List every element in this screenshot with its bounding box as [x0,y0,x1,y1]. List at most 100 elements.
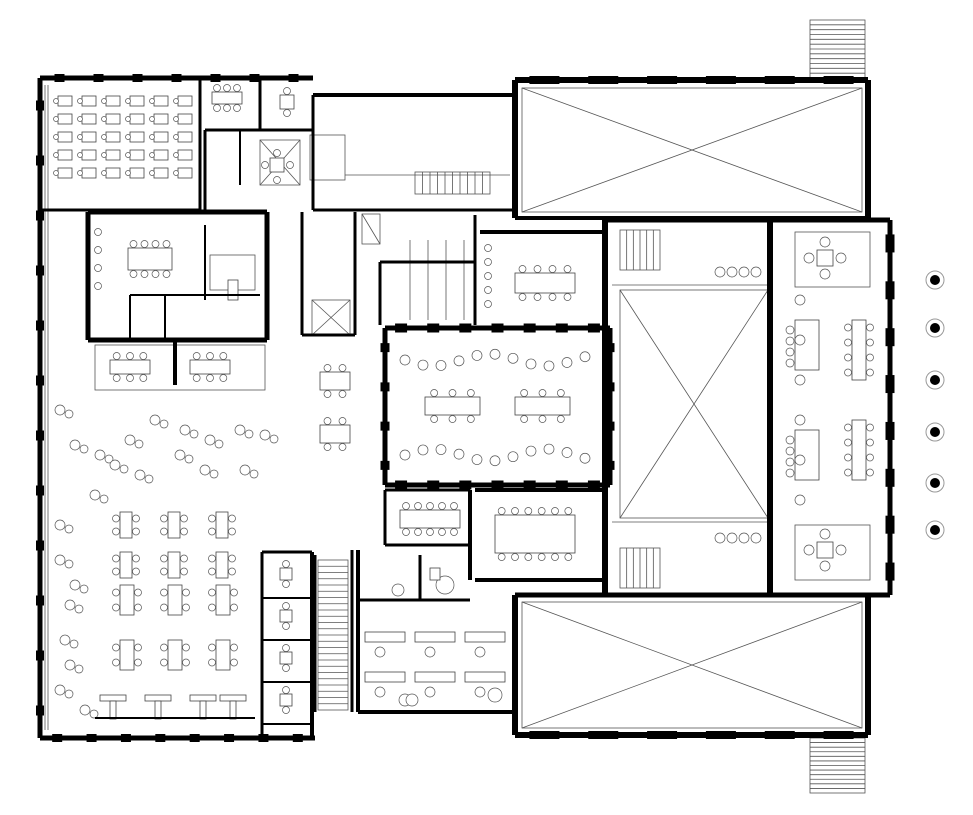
chair [794,294,806,306]
chair [537,507,546,515]
chair [125,134,131,140]
wall-pier [459,323,472,333]
wall-pier [885,328,895,347]
chair [283,87,291,95]
chair [414,502,422,510]
chair [159,419,169,429]
chair [112,588,120,597]
table [319,424,351,444]
wall-pier [885,375,895,394]
wall-pier [523,323,536,333]
chair [563,293,572,301]
table [129,113,145,125]
table [144,694,172,702]
chair [803,544,815,556]
table [227,279,239,301]
chair [140,270,149,278]
chair [160,514,168,523]
chair [112,554,120,563]
table [57,95,73,107]
table [153,149,169,161]
chair [794,414,806,426]
chair [228,567,236,576]
chair [844,423,852,432]
chair [64,409,74,419]
chair [112,527,120,536]
table [81,131,97,143]
table [189,694,217,702]
chair [94,246,102,254]
table [269,157,285,173]
chair [484,286,492,294]
wall-pier [36,595,44,606]
chair [405,693,419,707]
chair [844,453,852,462]
chair [282,580,290,588]
chair [149,98,155,104]
chair [261,161,269,169]
wall-pier [155,734,166,742]
chair [803,252,815,264]
chair [54,404,66,416]
chair [738,266,750,278]
chair [74,604,84,614]
chair [104,454,114,464]
table [464,631,506,643]
wall-pier [36,210,44,221]
wall-pier [885,515,895,534]
chair [548,265,557,273]
wall-pier [764,76,795,84]
chair [132,527,140,536]
table [229,700,237,720]
chair [228,514,236,523]
chair [866,323,874,332]
chair [551,553,559,561]
wall-pier [52,734,63,742]
wall-pier [647,731,678,739]
chair [438,528,446,536]
chair [149,152,155,158]
table [364,631,406,643]
chair [564,553,573,561]
chair [134,658,142,667]
wall-pier [587,480,600,490]
chair [819,528,831,540]
chair [230,643,238,652]
table [189,359,231,375]
chair [125,116,131,122]
chair [548,293,557,301]
wall-pier [523,480,536,490]
table [279,567,293,581]
chair [219,352,228,360]
chair [69,439,81,451]
table [364,671,406,683]
chair [338,390,347,398]
stage-diagonal [619,289,769,519]
chair [192,352,201,360]
chair [74,664,84,674]
chair [497,507,506,515]
chair [466,389,475,397]
chair [374,646,386,658]
chair [213,84,221,92]
chair [228,527,236,536]
chair [835,544,847,556]
stair-landing [309,134,346,181]
table [81,149,97,161]
table [279,651,293,665]
chair [160,554,168,563]
table [81,95,97,107]
chair [466,415,475,423]
wall-pier [427,323,440,333]
chair [338,443,347,451]
chair [182,588,190,597]
chair [819,268,831,280]
chair [487,687,503,703]
chair [94,449,106,461]
chair [173,116,179,122]
table [279,693,293,707]
wall-pier [605,343,615,353]
wall-pier [823,76,854,84]
hall-north [521,87,863,213]
table [154,700,162,720]
